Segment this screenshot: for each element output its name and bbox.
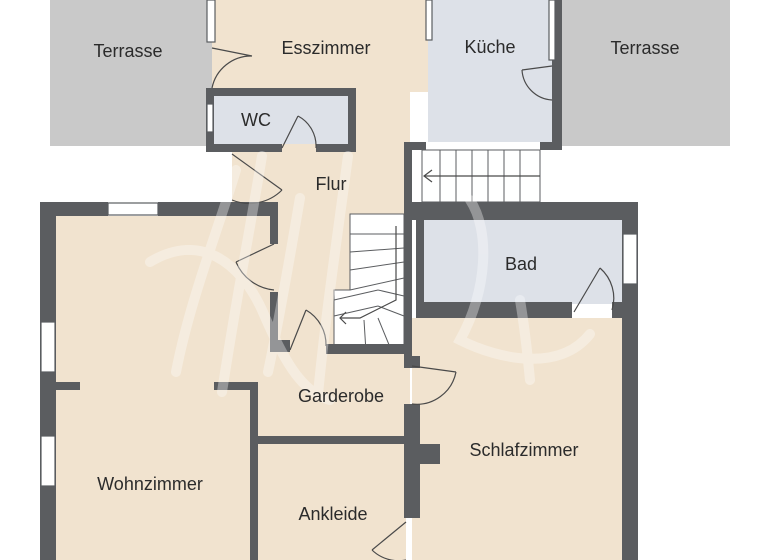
window-kueche-left <box>425 0 433 41</box>
label-kueche: Küche <box>464 37 515 57</box>
garderobe-floor <box>258 352 410 438</box>
label-terrasse-right: Terrasse <box>610 38 679 58</box>
window-esszimmer <box>206 0 216 43</box>
window-left-upper <box>40 321 56 373</box>
door-flur-entrance <box>231 153 283 205</box>
label-terrasse-left: Terrasse <box>93 41 162 61</box>
terrace-right-floor <box>562 0 730 146</box>
esszimmer-floor <box>212 0 428 92</box>
terrace-left-floor <box>50 0 212 146</box>
stair-upper <box>421 149 541 203</box>
window-bad <box>622 233 638 285</box>
windows <box>40 0 638 487</box>
label-schlafzimmer: Schlafzimmer <box>469 440 578 460</box>
label-bad: Bad <box>505 254 537 274</box>
label-wohnzimmer: Wohnzimmer <box>97 474 203 494</box>
door-garderobe-flur <box>289 309 327 351</box>
door-bad <box>573 267 615 313</box>
wohnzimmer-upper-floor <box>56 216 278 386</box>
label-garderobe: Garderobe <box>298 386 384 406</box>
window-left-lower <box>40 435 56 487</box>
kueche-floor <box>428 0 552 142</box>
door-schlafzimmer-garderobe <box>411 365 457 405</box>
label-ankleide: Ankleide <box>298 504 367 524</box>
door-wohnzimmer <box>235 243 275 291</box>
door-kueche-terrasse <box>521 65 553 101</box>
watermark-logo <box>145 151 595 405</box>
wc-floor <box>214 96 348 144</box>
window-top-wohnzimmer <box>107 202 159 216</box>
window-kueche-right <box>548 0 556 61</box>
schlafzimmer-floor <box>412 318 624 560</box>
label-esszimmer: Esszimmer <box>282 38 371 58</box>
doors <box>211 47 615 560</box>
door-ankleide <box>371 521 407 560</box>
bad-floor <box>422 220 622 304</box>
door-wc <box>281 115 317 149</box>
door-esszimmer-terrasse <box>211 47 253 89</box>
flur-upper-floor <box>350 92 410 152</box>
room-labels: Terrasse Esszimmer Küche Terrasse WC Flu… <box>93 37 679 524</box>
ankleide-floor <box>258 444 406 560</box>
label-flur: Flur <box>316 174 347 194</box>
label-wc: WC <box>241 110 271 130</box>
window-wc <box>206 103 214 133</box>
